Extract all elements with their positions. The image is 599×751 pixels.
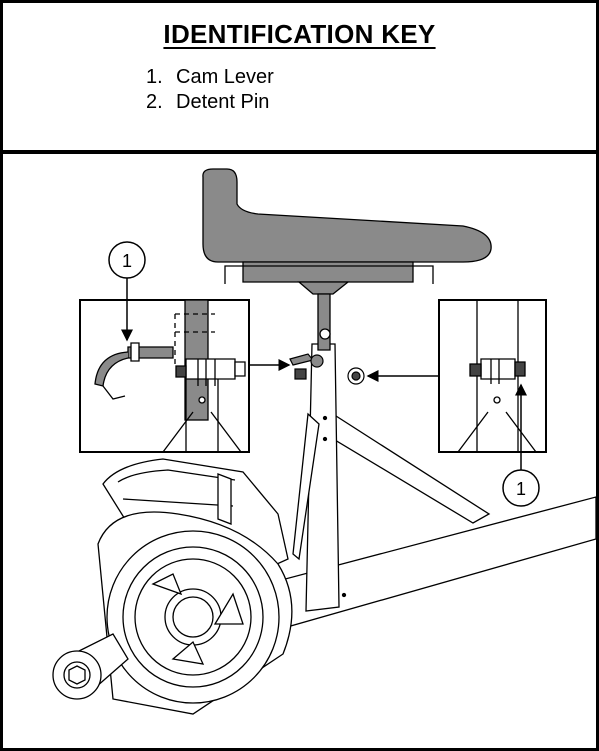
seat: [202, 168, 492, 351]
key-item-cam-lever: 1. Cam Lever: [146, 66, 274, 89]
identification-key: IDENTIFICATION KEY 1. Cam Lever 2. Detent …: [3, 3, 596, 154]
callout-1-left: 1: [108, 241, 146, 342]
key-title: IDENTIFICATION KEY: [163, 19, 436, 49]
callout-1-right: 1: [502, 383, 540, 507]
key-item-label: Detent Pin: [176, 91, 270, 113]
callout-number: 1: [516, 479, 526, 499]
seat-post-tube: [292, 343, 340, 612]
left-detail-inset: [79, 299, 250, 453]
inset-pointer-arrows: [250, 359, 439, 382]
key-item-label: Cam Lever: [176, 66, 274, 88]
seat-post-illustration: 1 1: [52, 168, 596, 715]
key-item-detent-pin: 2. Detent Pin: [146, 91, 269, 114]
cam-lever: [289, 353, 324, 380]
callout-number: 1: [122, 251, 132, 271]
key-item-number: 1.: [146, 66, 163, 88]
key-item-number: 2.: [146, 91, 163, 113]
right-detail-inset: [438, 299, 547, 453]
detent-pin: [347, 367, 365, 385]
drive-wheel-assembly: [52, 458, 293, 715]
